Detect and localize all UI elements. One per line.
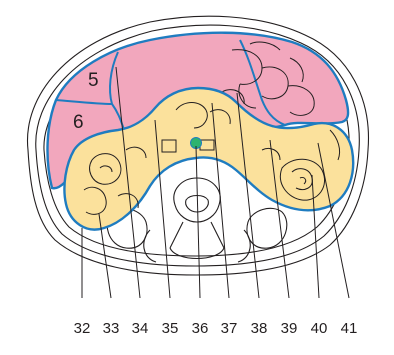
- label-40: 40: [311, 320, 328, 337]
- label-38: 38: [251, 320, 268, 337]
- label-33: 33: [103, 320, 120, 337]
- label-32: 32: [74, 320, 91, 337]
- segment-label-6: 6: [73, 112, 84, 133]
- label-39: 39: [281, 320, 298, 337]
- label-34: 34: [132, 320, 149, 337]
- label-41: 41: [341, 320, 358, 337]
- label-37: 37: [221, 320, 238, 337]
- leader-labels: 32 33 34 35 36 37 38 39 40 41: [74, 320, 358, 337]
- segment-label-5: 5: [88, 70, 99, 91]
- label-35: 35: [162, 320, 179, 337]
- label-36: 36: [192, 320, 209, 337]
